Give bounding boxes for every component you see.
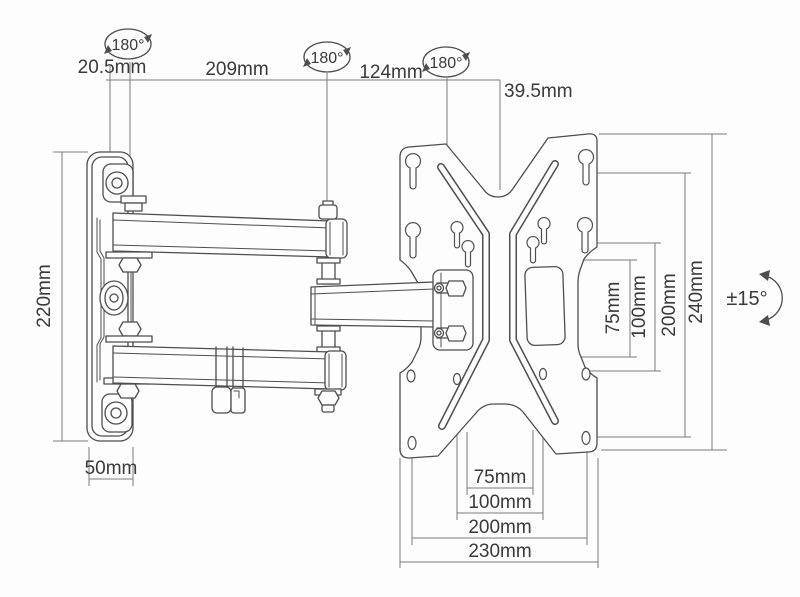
- vesa-rect-cutout: [524, 265, 566, 347]
- dim-b75-label: 75mm: [474, 467, 527, 488]
- dim-b200-label: 200mm: [468, 517, 531, 538]
- hex-nut: [317, 390, 340, 406]
- pivot-top-cap: [318, 204, 338, 220]
- washer-flange: [105, 251, 153, 259]
- dimension-lines: [53, 62, 727, 568]
- dim-b100-label: 100mm: [468, 492, 531, 513]
- extension-arm: [310, 281, 435, 328]
- dim-r200-label: 200mm: [659, 273, 680, 336]
- upper-arm-end-cap: [325, 218, 348, 259]
- swivel-badge-1: 180°: [104, 28, 152, 60]
- vesa-holes: [406, 367, 591, 451]
- dim-base-width-label: 50mm: [85, 458, 138, 479]
- swivel-badge-1-label: 180°: [111, 37, 144, 54]
- vesa-x-slots: [437, 160, 559, 430]
- hex-nut: [116, 383, 140, 399]
- wall-plate-mid-boss: [99, 280, 129, 316]
- dim-r75-label: 75mm: [603, 282, 624, 335]
- dim-r240-label: 240mm: [686, 260, 707, 323]
- dim-r100-label: 100mm: [629, 275, 650, 338]
- washer-flange: [105, 335, 153, 343]
- tilt-bracket: [432, 269, 474, 351]
- dim-b230-label: 230mm: [468, 541, 531, 562]
- swivel-badge-2: 180°: [303, 41, 351, 73]
- dim-offset-label: 20.5mm: [78, 57, 147, 78]
- cable-clip: [211, 346, 246, 414]
- vesa-plate-outline: [399, 133, 598, 459]
- tilt-bolt-lower: [433, 325, 467, 342]
- keyhole-slots-inner: [450, 216, 551, 268]
- hex-nut: [118, 257, 142, 273]
- swivel-badge-3-label: 180°: [429, 55, 462, 72]
- vesa-plate: [399, 133, 598, 459]
- keyhole-slots-outer: [404, 149, 595, 259]
- tilt-indicator: ±15°: [726, 270, 783, 326]
- swivel-badge-2-label: 180°: [310, 50, 343, 67]
- dimension-labels: 20.5mm 209mm 124mm 39.5mm 220mm 50mm 75m…: [34, 57, 707, 562]
- lower-arm-end-cap: [324, 350, 347, 391]
- dim-arm1-label: 209mm: [205, 59, 268, 80]
- tilt-bolt-upper: [433, 280, 467, 297]
- hex-nut: [118, 321, 142, 337]
- tilt-arc: [765, 275, 783, 321]
- upper-arm: [112, 212, 348, 259]
- wall-pivot-hardware: [103, 195, 153, 399]
- lower-arm: [112, 345, 347, 413]
- tilt-range-label: ±15°: [726, 288, 767, 310]
- dim-head-offset-label: 39.5mm: [504, 81, 573, 102]
- dim-height-label: 220mm: [34, 264, 55, 327]
- dim-arm2-label: 124mm: [359, 62, 422, 83]
- swivel-badge-3: 180°: [422, 46, 470, 78]
